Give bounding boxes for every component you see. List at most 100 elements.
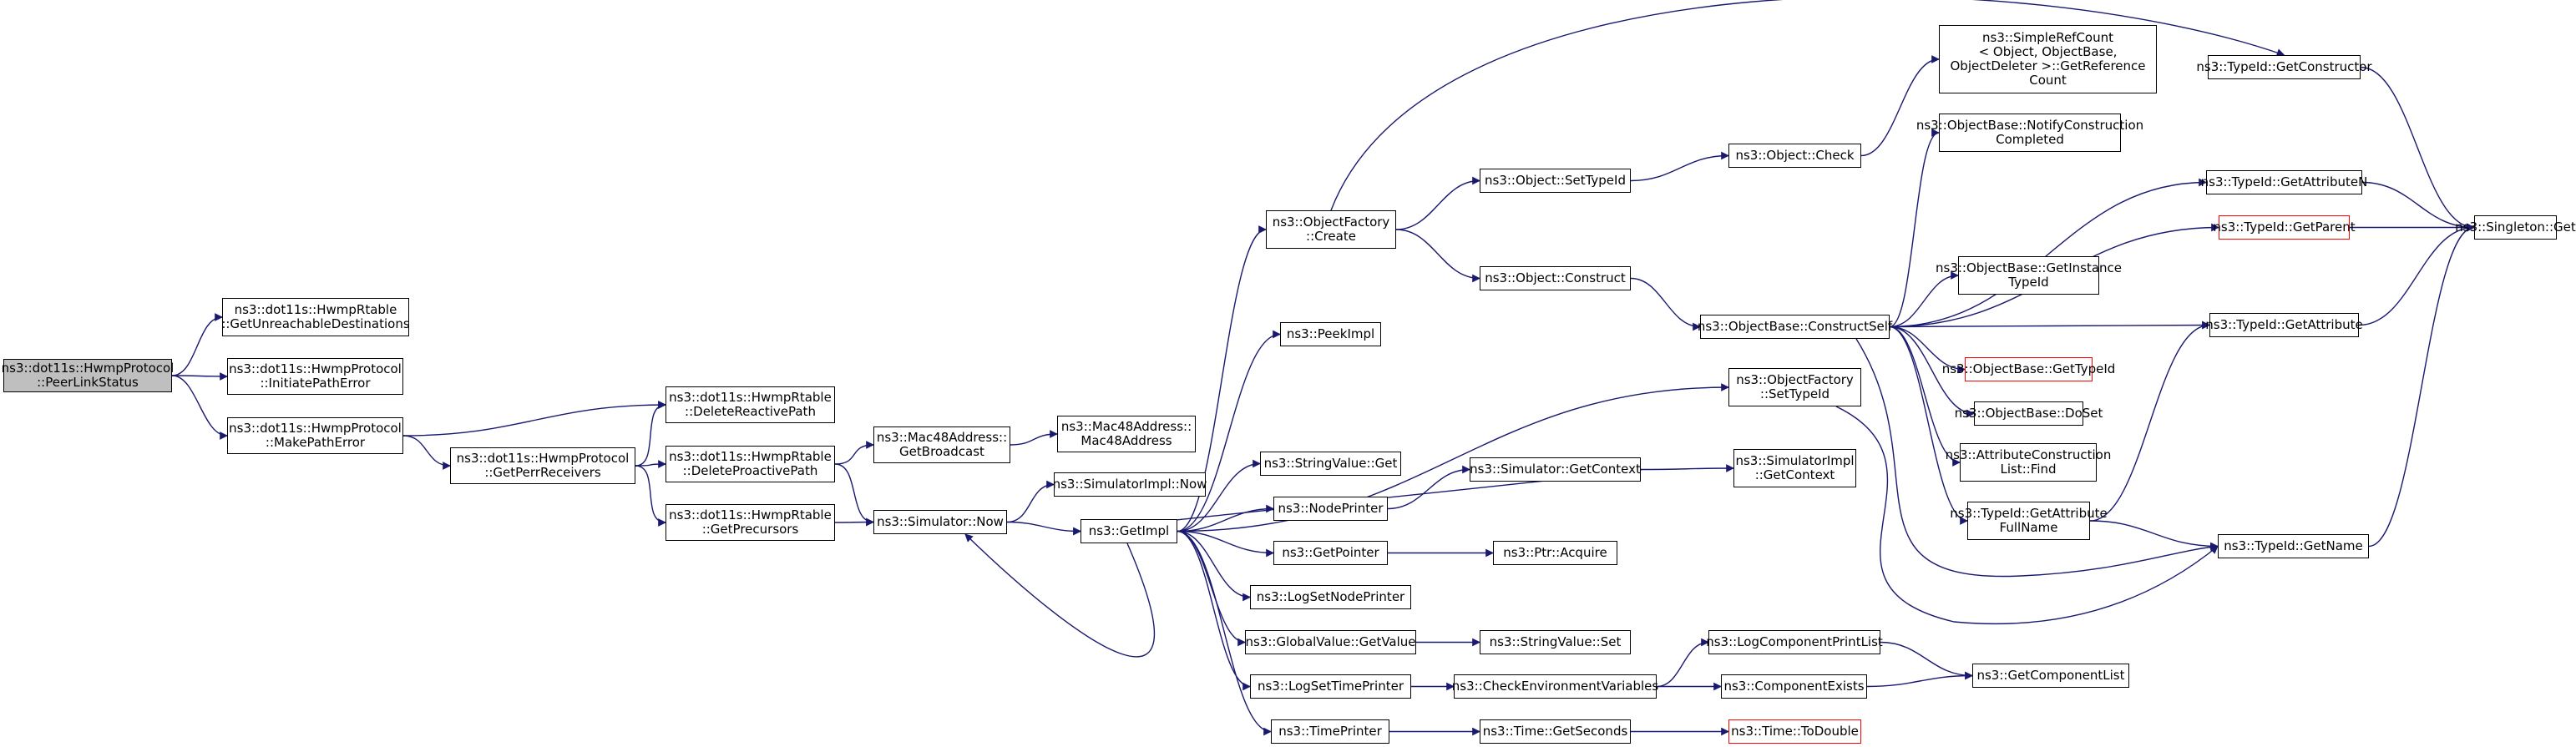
node-constructself[interactable]: ns3::ObjectBase::ConstructSelf	[1697, 315, 1893, 339]
node-label-line: ns3::dot11s::HwmpRtable	[234, 302, 397, 317]
node-label-line: ObjectDeleter >::GetReference	[1950, 58, 2146, 73]
node-globalvaluegetvalue[interactable]: ns3::GlobalValue::GetValue	[1245, 630, 1416, 654]
node-label-line: ::DeleteProactivePath	[682, 463, 818, 478]
node-simimplgetcontext[interactable]: ns3::SimulatorImpl::GetContext	[1733, 449, 1856, 487]
node-label-line: ns3::PeekImpl	[1286, 326, 1375, 341]
node-objectbasedoset[interactable]: ns3::ObjectBase::DoSet	[1955, 401, 2103, 426]
edge-constructself-to-notifyconstruction	[1889, 129, 1940, 328]
node-label-line: FullName	[1999, 520, 2058, 535]
edge-objectconstruct-to-constructself	[1630, 277, 1701, 331]
node-typeidgetparent[interactable]: ns3::TypeId::GetParent	[2213, 215, 2356, 240]
node-mac48address[interactable]: ns3::Mac48Address::Mac48Address	[1057, 416, 1196, 452]
edge-getimpl-to-getpointer	[1177, 530, 1274, 558]
node-typeidgetattribute[interactable]: ns3::TypeId::GetAttribute	[2205, 313, 2363, 337]
edge-getattributefullname-to-typeidgetattribute	[2089, 321, 2210, 522]
node-logcomponentprintlist[interactable]: ns3::LogComponentPrintList	[1706, 630, 1883, 654]
node-getunreachable[interactable]: ns3::dot11s::HwmpRtable::GetUnreachableD…	[221, 298, 410, 336]
node-simgetcontext[interactable]: ns3::Simulator::GetContext	[1470, 457, 1641, 482]
node-label-line: ns3::GetPointer	[1282, 545, 1379, 560]
node-label-line: ::DeleteReactivePath	[685, 404, 816, 419]
edge-constructself-to-typeidgetattribute	[1889, 321, 2210, 330]
node-label-line: ns3::Mac48Address::	[876, 430, 1008, 445]
node-objectbasegettypeid[interactable]: ns3::ObjectBase::GetTypeId	[1942, 357, 2115, 381]
edge-constructself-to-objectbasegettypeid	[1889, 326, 1966, 374]
edge-constructself-to-objectbasedoset	[1889, 326, 1975, 418]
node-objfactorysettypeid[interactable]: ns3::ObjectFactory::SetTypeId	[1728, 368, 1861, 406]
node-typeidgetname[interactable]: ns3::TypeId::GetName	[2218, 534, 2369, 558]
node-getpointer[interactable]: ns3::GetPointer	[1273, 541, 1388, 565]
node-label-line: ns3::dot11s::HwmpProtocol	[229, 361, 402, 376]
node-logsettimeprinter[interactable]: ns3::LogSetTimePrinter	[1250, 674, 1411, 699]
node-label-line: ns3::TypeId::GetAttributeN	[2200, 174, 2368, 189]
node-getimpl[interactable]: ns3::GetImpl	[1081, 519, 1177, 543]
node-getperrreceivers[interactable]: ns3::dot11s::HwmpProtocol::GetPerrReceiv…	[450, 447, 635, 484]
node-label-line: ::GetPrecursors	[701, 522, 799, 537]
edge-objectfactorycreate-to-typeidgetconstructor	[1330, 0, 2285, 211]
node-label-line: TypeId	[2008, 275, 2049, 290]
edge-typeidgetconstructor-to-singletonget	[2360, 66, 2475, 232]
node-stringvalueget[interactable]: ns3::StringValue::Get	[1260, 452, 1401, 476]
node-makepatherror[interactable]: ns3::dot11s::HwmpProtocol::MakePathError	[227, 417, 403, 454]
node-typeidgetattributen[interactable]: ns3::TypeId::GetAttributeN	[2201, 170, 2367, 194]
node-label-line: ns3::dot11s::HwmpProtocol	[229, 421, 402, 436]
edge-makepatherror-to-getperrreceivers	[402, 435, 451, 470]
node-nodeprinter[interactable]: ns3::NodePrinter	[1273, 497, 1388, 521]
node-label-line: ns3::dot11s::HwmpRtable	[669, 507, 832, 522]
node-label-line: ns3::StringValue::Get	[1263, 456, 1398, 471]
node-label-line: ns3::Object::SetTypeId	[1485, 173, 1626, 188]
edge-constructself-to-attrconstructionfind	[1889, 326, 1961, 467]
node-label-line: ns3::GetComponentList	[1976, 668, 2125, 683]
node-label-line: ::PeerLinkStatus	[37, 375, 139, 390]
node-label-line: ns3::AttributeConstruction	[1945, 447, 2112, 462]
node-label-line: ns3::TimePrinter	[1278, 724, 1382, 739]
node-simimplnow[interactable]: ns3::SimulatorImpl::Now	[1053, 472, 1207, 497]
node-objectsettypeid[interactable]: ns3::Object::SetTypeId	[1480, 169, 1631, 193]
node-objectconstruct[interactable]: ns3::Object::Construct	[1480, 266, 1631, 290]
node-label-line: ns3::ObjectBase::DoSet	[1954, 406, 2103, 421]
node-label-line: Mac48Address	[1081, 433, 1172, 448]
node-singletonget[interactable]: ns3::Singleton::Get	[2455, 215, 2576, 240]
node-getreferencecount[interactable]: ns3::SimpleRefCount< Object, ObjectBase,…	[1939, 25, 2157, 93]
node-componentexists[interactable]: ns3::ComponentExists	[1721, 674, 1867, 699]
edge-nodeprinter-to-simgetcontext	[1387, 465, 1470, 510]
node-label-line: ::SetTypeId	[1759, 386, 1830, 401]
edge-getimpl-to-timeprinter	[1177, 530, 1272, 736]
edge-objectfactorycreate-to-objectconstruct	[1395, 229, 1480, 283]
edge-simulatornow-to-getimpl	[1006, 521, 1081, 536]
node-objectcheck[interactable]: ns3::Object::Check	[1728, 144, 1861, 168]
node-ptracquire[interactable]: ns3::Ptr::Acquire	[1493, 541, 1617, 565]
node-label-line: List::Find	[2000, 462, 2057, 477]
edge-constructself-to-getinstancetypeid	[1889, 271, 1959, 328]
edge-getimpl-to-simulatornow	[964, 533, 1156, 658]
node-logsetnodeprinter[interactable]: ns3::LogSetNodePrinter	[1250, 585, 1411, 609]
node-timetodouble[interactable]: ns3::Time::ToDouble	[1728, 719, 1861, 744]
node-getcomponentlist[interactable]: ns3::GetComponentList	[1972, 664, 2129, 688]
node-checkenv[interactable]: ns3::CheckEnvironmentVariables	[1452, 674, 1658, 699]
node-getbroadcast[interactable]: ns3::Mac48Address::GetBroadcast	[873, 426, 1010, 463]
node-label-line: ns3::TypeId::GetName	[2224, 538, 2363, 553]
node-label-line: ns3::Ptr::Acquire	[1503, 545, 1607, 560]
node-getprecursors[interactable]: ns3::dot11s::HwmpRtable::GetPrecursors	[666, 504, 835, 541]
edge-logcomponentprintlist-to-getcomponentlist	[1880, 641, 1973, 680]
node-label-line: ::InitiatePathError	[260, 376, 371, 391]
node-stringvalueset[interactable]: ns3::StringValue::Set	[1480, 630, 1631, 654]
edge-objectfactorycreate-to-objectsettypeid	[1395, 176, 1480, 230]
node-typeidgetconstructor[interactable]: ns3::TypeId::GetConstructor	[2196, 55, 2372, 79]
node-timeprinter[interactable]: ns3::TimePrinter	[1271, 719, 1389, 744]
node-label-line: ::GetUnreachableDestinations	[221, 316, 410, 331]
node-initiatepatherror[interactable]: ns3::dot11s::HwmpProtocol::InitiatePathE…	[227, 358, 403, 395]
node-peekimpl[interactable]: ns3::PeekImpl	[1280, 322, 1381, 346]
edge-makepatherror-to-deletereactivepath	[402, 401, 666, 437]
node-simulatornow[interactable]: ns3::Simulator::Now	[873, 510, 1007, 534]
node-label-line: ns3::TypeId::GetAttribute	[1950, 506, 2108, 521]
node-timegetseconds[interactable]: ns3::Time::GetSeconds	[1480, 719, 1631, 744]
node-label-line: ns3::ObjectBase::ConstructSelf	[1697, 319, 1893, 334]
node-deletereactivepath[interactable]: ns3::dot11s::HwmpRtable::DeleteReactiveP…	[666, 386, 835, 423]
node-deleteproactivepath[interactable]: ns3::dot11s::HwmpRtable::DeleteProactive…	[666, 446, 835, 482]
node-objectfactorycreate[interactable]: ns3::ObjectFactory::Create	[1266, 210, 1396, 249]
edge-getimpl-to-globalvaluegetvalue	[1177, 530, 1246, 647]
